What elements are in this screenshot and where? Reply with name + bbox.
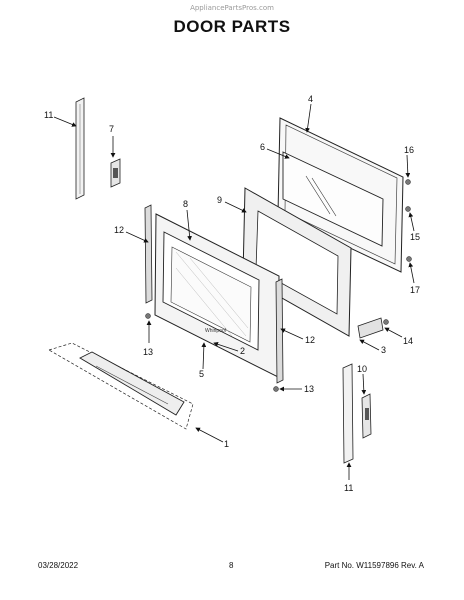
callout-12-right: 12 [305, 335, 315, 345]
page-title: DOOR PARTS [173, 17, 291, 36]
callout-7: 7 [109, 124, 114, 134]
part-10-hinge [361, 393, 372, 439]
footer-part-number: Part No. W11597896 Rev. A [324, 561, 424, 570]
callout-5: 5 [199, 369, 204, 379]
part-8-outer-door: Whirlpool [154, 213, 280, 378]
callout-3: 3 [381, 345, 386, 355]
callout-15: 15 [410, 232, 420, 242]
callout-8: 8 [183, 199, 188, 209]
screws [145, 179, 412, 392]
footer-date: 03/28/2022 [38, 561, 79, 570]
footer-page-number: 8 [229, 561, 234, 570]
callout-2: 2 [240, 346, 245, 356]
part-11-left-rail [75, 97, 85, 200]
callout-13-right: 13 [304, 384, 314, 394]
callout-1: 1 [224, 439, 229, 449]
callout-16: 16 [404, 145, 414, 155]
part-1-handle [48, 342, 194, 430]
callout-12-left: 12 [114, 225, 124, 235]
part-12-left-trim [144, 204, 153, 304]
part-11-right-rail [342, 363, 354, 464]
watermark: AppliancePartsPros.com [190, 4, 274, 12]
part-9-frame [242, 187, 352, 337]
brand-logo: Whirlpool [205, 328, 226, 334]
callout-10: 10 [357, 364, 367, 374]
part-6-glass [282, 151, 384, 247]
callout-4: 4 [308, 94, 313, 104]
callout-14: 14 [403, 336, 413, 346]
leader-lines [53, 103, 415, 480]
callout-9: 9 [217, 195, 222, 205]
callout-6: 6 [260, 142, 265, 152]
callout-11-bottom: 11 [344, 483, 353, 493]
callout-11-top: 11 [44, 110, 53, 120]
part-7-bracket [110, 158, 121, 188]
callout-13-left: 13 [143, 347, 153, 357]
callout-17: 17 [410, 285, 420, 295]
part-12-right-trim [275, 278, 284, 384]
part-14-bracket [357, 317, 384, 339]
